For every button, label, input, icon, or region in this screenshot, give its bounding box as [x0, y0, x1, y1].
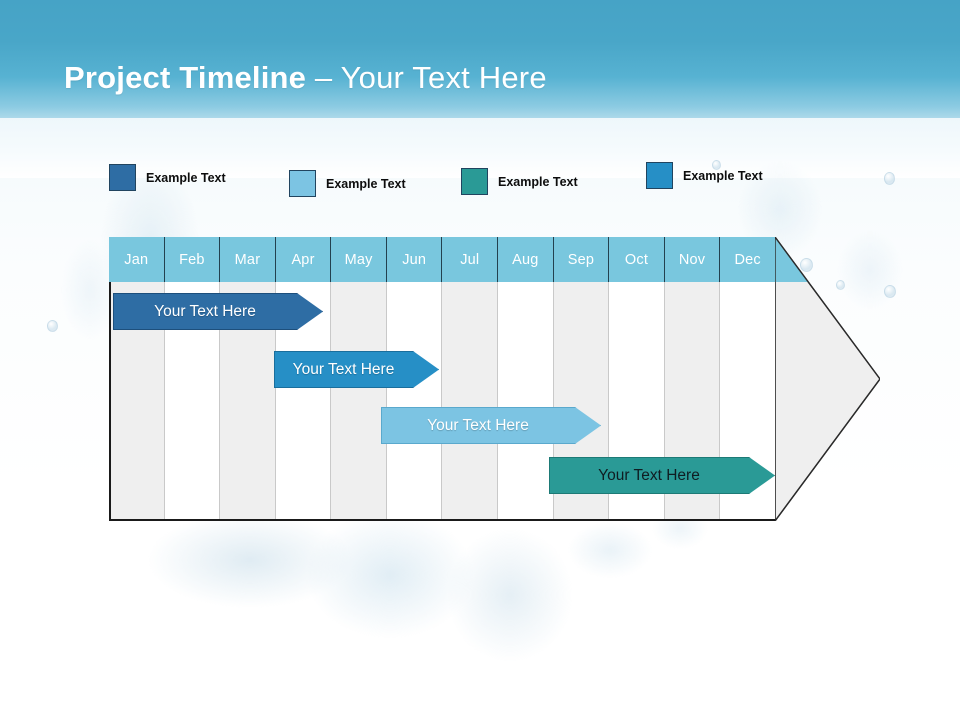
- legend-item-0[interactable]: Example Text: [109, 164, 226, 191]
- legend-label-1: Example Text: [326, 176, 406, 191]
- timeline-bar-4-label: Your Text Here: [598, 466, 700, 484]
- page-title-bold: Project Timeline: [64, 60, 307, 95]
- timeline-column-feb: [164, 237, 221, 521]
- timeline-column-mar: [220, 237, 276, 521]
- timeline-bar-1[interactable]: Your Text Here: [113, 293, 323, 330]
- month-header-row: Jan Feb Mar Apr May Jun Jul Aug Sep Oct …: [109, 237, 775, 282]
- month-cell-sep[interactable]: Sep: [553, 237, 610, 282]
- legend-label-0: Example Text: [146, 170, 226, 185]
- month-cell-jan[interactable]: Jan: [109, 237, 165, 282]
- month-cell-aug[interactable]: Aug: [498, 237, 554, 282]
- month-cell-apr[interactable]: Apr: [275, 237, 332, 282]
- legend-swatch-teal: [461, 168, 488, 195]
- legend-item-1[interactable]: Example Text: [289, 170, 406, 197]
- legend-swatch-blue: [646, 162, 673, 189]
- legend-swatch-dark-blue: [109, 164, 136, 191]
- timeline-bar-4[interactable]: Your Text Here: [549, 457, 775, 494]
- legend: Example Text Example Text Example Text E…: [109, 160, 809, 197]
- timeline-column-aug: [498, 237, 554, 521]
- month-cell-nov[interactable]: Nov: [664, 237, 721, 282]
- legend-swatch-light-blue: [289, 170, 316, 197]
- timeline-column-jul: [442, 237, 499, 521]
- header-band: [0, 0, 960, 178]
- month-cell-feb[interactable]: Feb: [164, 237, 221, 282]
- page-title: Project Timeline – Your Text Here: [64, 60, 547, 96]
- timeline-bar-2-label: Your Text Here: [292, 360, 395, 378]
- legend-item-2[interactable]: Example Text: [461, 168, 578, 195]
- timeline-arrow-head: [775, 237, 880, 521]
- timeline-bar-3[interactable]: Your Text Here: [381, 407, 601, 444]
- legend-label-2: Example Text: [498, 174, 578, 189]
- month-cell-jul[interactable]: Jul: [442, 237, 499, 282]
- timeline-column-jan: [109, 237, 165, 521]
- month-cell-may[interactable]: May: [331, 237, 387, 282]
- legend-label-3: Example Text: [683, 168, 763, 183]
- month-cell-oct[interactable]: Oct: [609, 237, 665, 282]
- month-cell-dec[interactable]: Dec: [720, 237, 775, 282]
- month-cell-mar[interactable]: Mar: [220, 237, 276, 282]
- page-title-rest: – Your Text Here: [306, 60, 547, 95]
- timeline-bar-2[interactable]: Your Text Here: [274, 351, 439, 388]
- timeline-bar-1-label: Your Text Here: [154, 302, 256, 320]
- legend-item-3[interactable]: Example Text: [646, 162, 763, 189]
- timeline-bar-3-label: Your Text Here: [427, 416, 529, 434]
- month-cell-jun[interactable]: Jun: [386, 237, 443, 282]
